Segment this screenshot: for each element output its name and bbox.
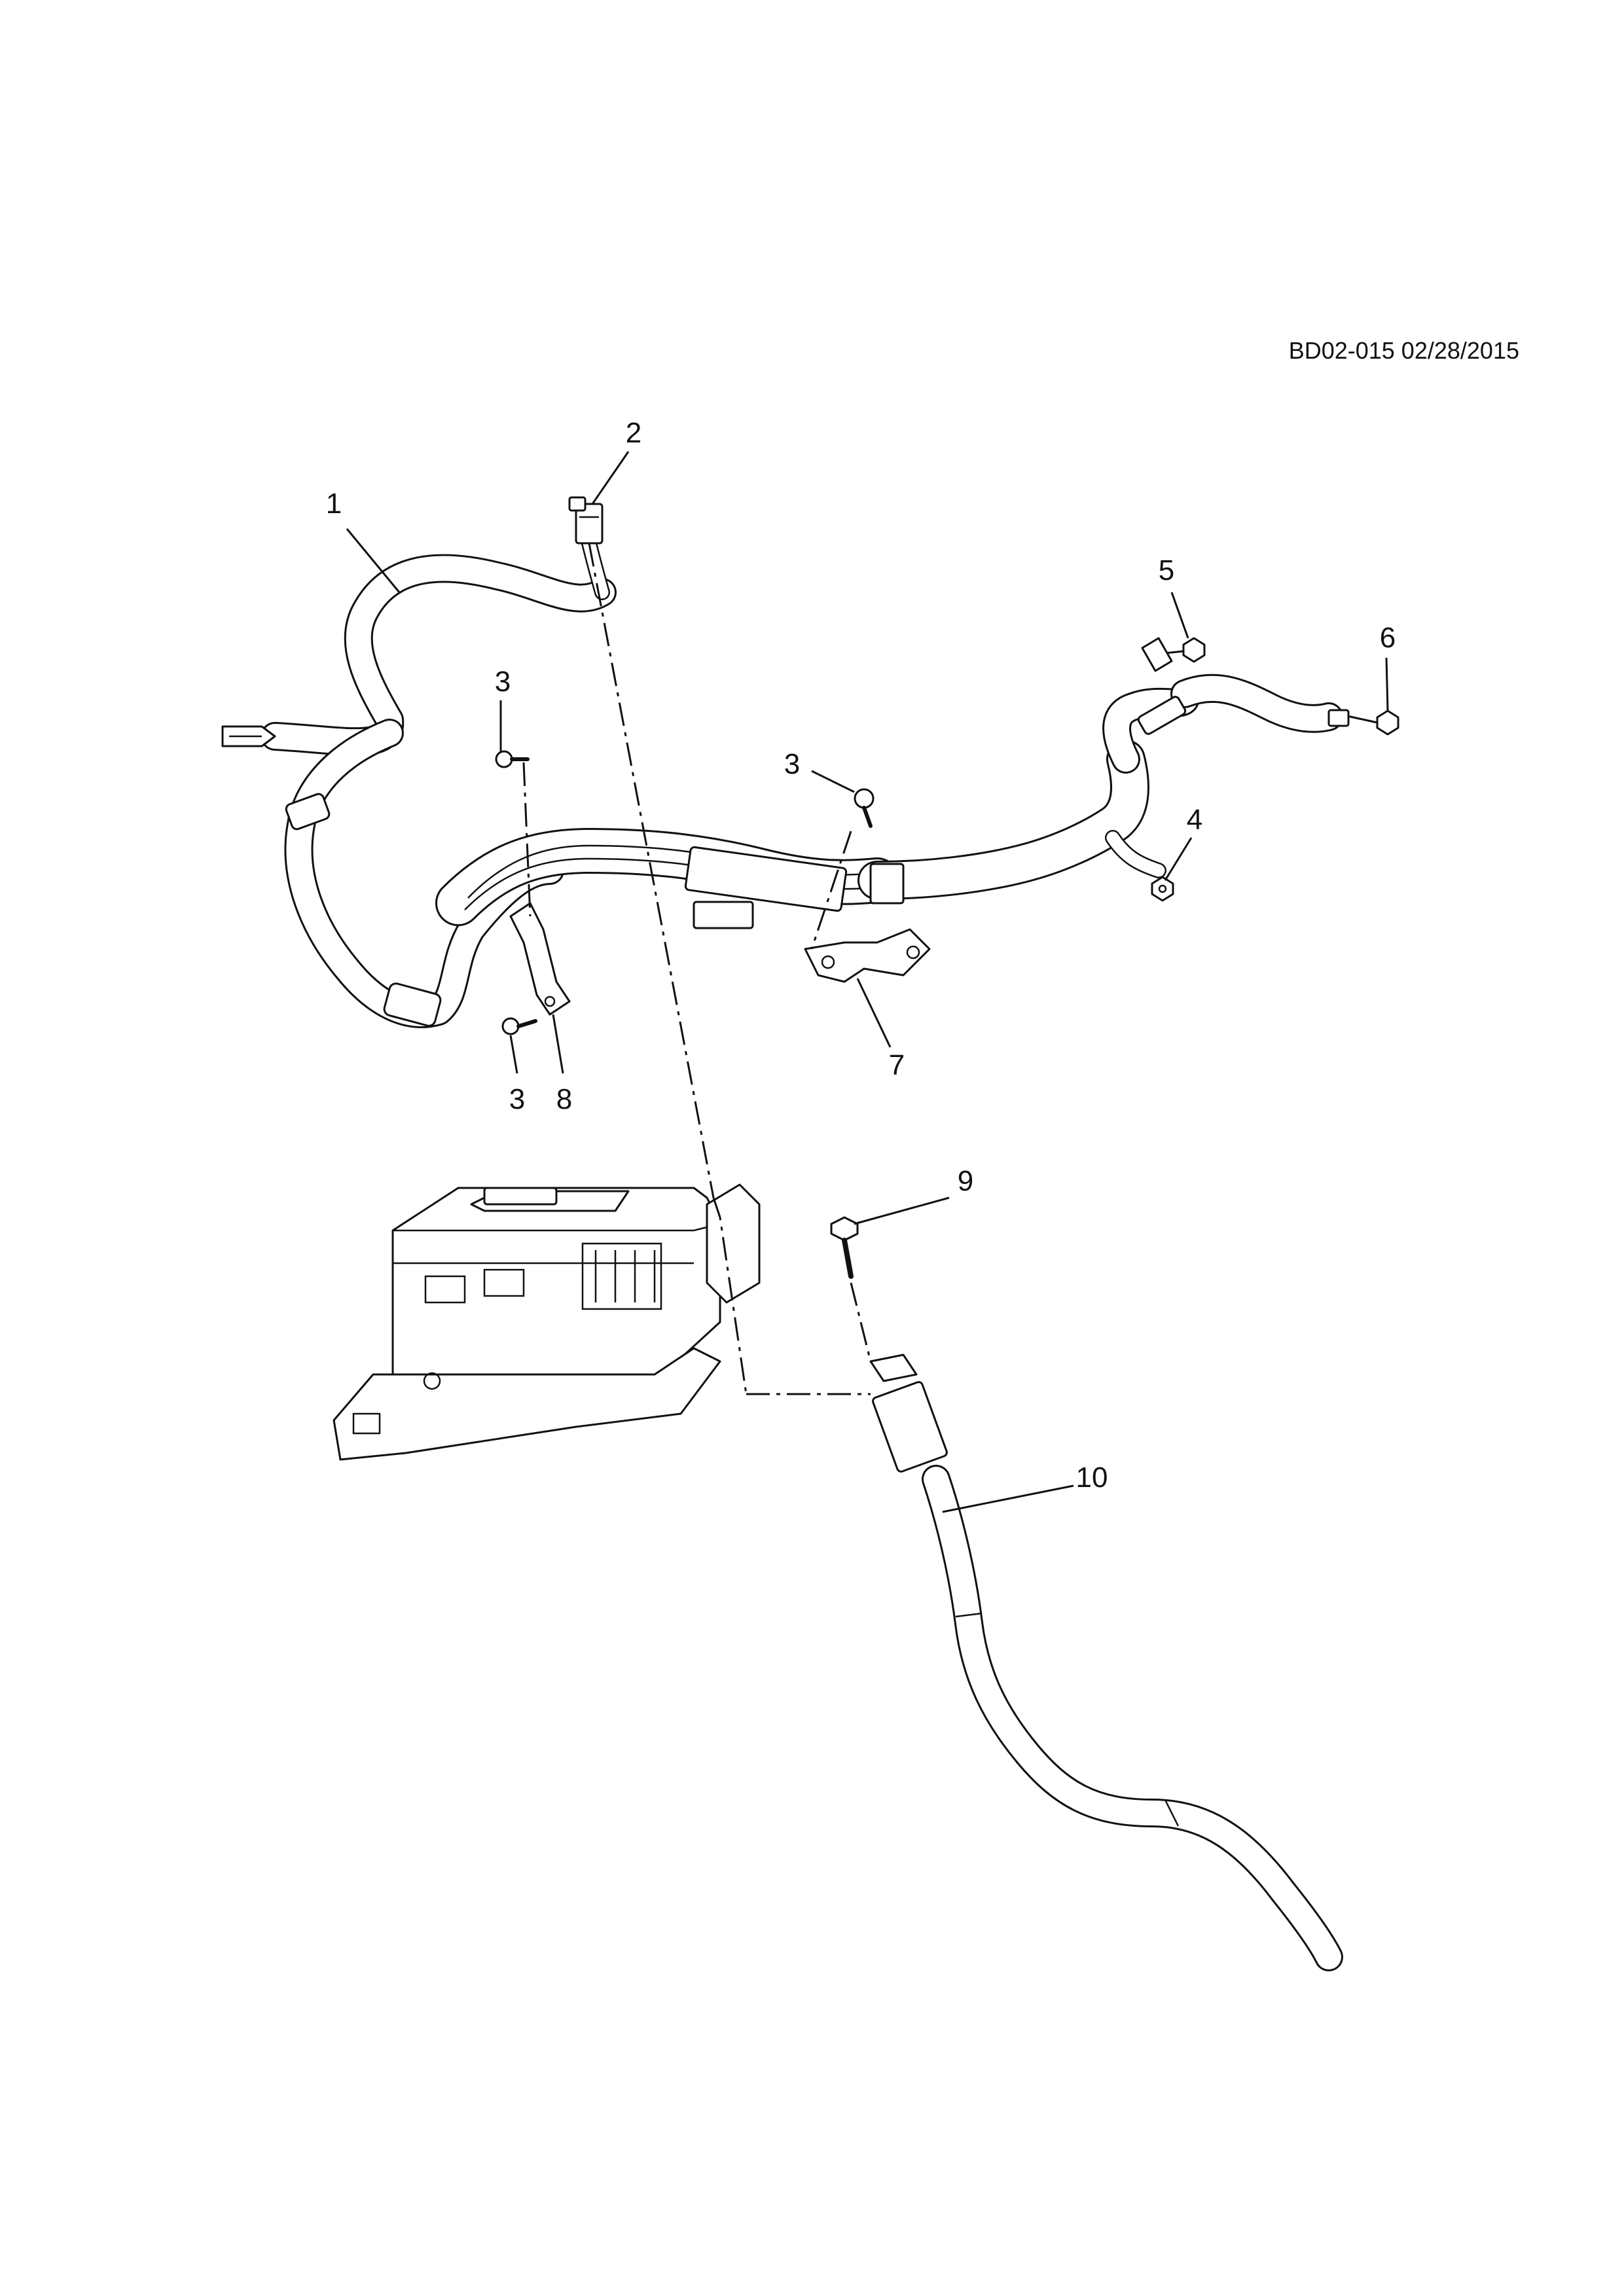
assembly-line bbox=[850, 1282, 872, 1362]
harness-connector bbox=[869, 863, 905, 905]
bolt-part bbox=[830, 1216, 859, 1279]
leader-line bbox=[856, 978, 892, 1048]
assembly-line bbox=[810, 831, 852, 950]
bolt-part bbox=[495, 750, 530, 768]
harness-clamp bbox=[285, 793, 331, 831]
callout-3: 3 bbox=[784, 748, 801, 780]
callout-10: 10 bbox=[1075, 1462, 1108, 1494]
clip-part bbox=[568, 496, 604, 545]
bolt-part bbox=[854, 788, 875, 828]
callout-8: 8 bbox=[556, 1083, 573, 1115]
callout-3: 3 bbox=[494, 666, 511, 698]
nut-part bbox=[1327, 709, 1399, 736]
assembly-line bbox=[588, 543, 715, 1198]
callout-7: 7 bbox=[888, 1049, 905, 1081]
leader-line bbox=[854, 1196, 950, 1225]
leader-line bbox=[942, 1484, 1074, 1513]
leader-line bbox=[1170, 592, 1189, 639]
harness-bracket-tab bbox=[693, 901, 754, 929]
bracket-part bbox=[509, 902, 571, 1016]
leader-line bbox=[1385, 657, 1389, 711]
harness-assembly bbox=[221, 535, 1343, 1028]
callout-2: 2 bbox=[625, 417, 642, 449]
harness-ferrule bbox=[1137, 696, 1187, 735]
nut-part bbox=[1151, 876, 1174, 902]
callout-3: 3 bbox=[509, 1083, 526, 1115]
leader-line bbox=[811, 770, 855, 793]
leader-line bbox=[509, 1035, 518, 1074]
callout-4: 4 bbox=[1186, 804, 1203, 836]
bolt-part bbox=[501, 1017, 537, 1035]
leader-line bbox=[1164, 837, 1193, 881]
assembly-line bbox=[522, 762, 532, 917]
callout-5: 5 bbox=[1158, 554, 1175, 586]
harness-sleeve bbox=[383, 982, 442, 1027]
leader-line bbox=[591, 451, 630, 505]
callout-6: 6 bbox=[1379, 622, 1396, 654]
ground-cable bbox=[869, 1354, 1343, 1971]
bracket-part bbox=[804, 928, 931, 983]
leader-line bbox=[552, 1014, 564, 1074]
drawing-reference: BD02-015 02/28/2015 bbox=[1288, 337, 1519, 364]
leader-line bbox=[346, 528, 401, 593]
callout-1: 1 bbox=[325, 488, 342, 520]
callout-9: 9 bbox=[957, 1165, 974, 1197]
nut-part bbox=[1141, 637, 1206, 672]
assembly-line bbox=[712, 1197, 748, 1395]
harness-conduit bbox=[684, 846, 848, 912]
junction-box bbox=[333, 1183, 761, 1461]
